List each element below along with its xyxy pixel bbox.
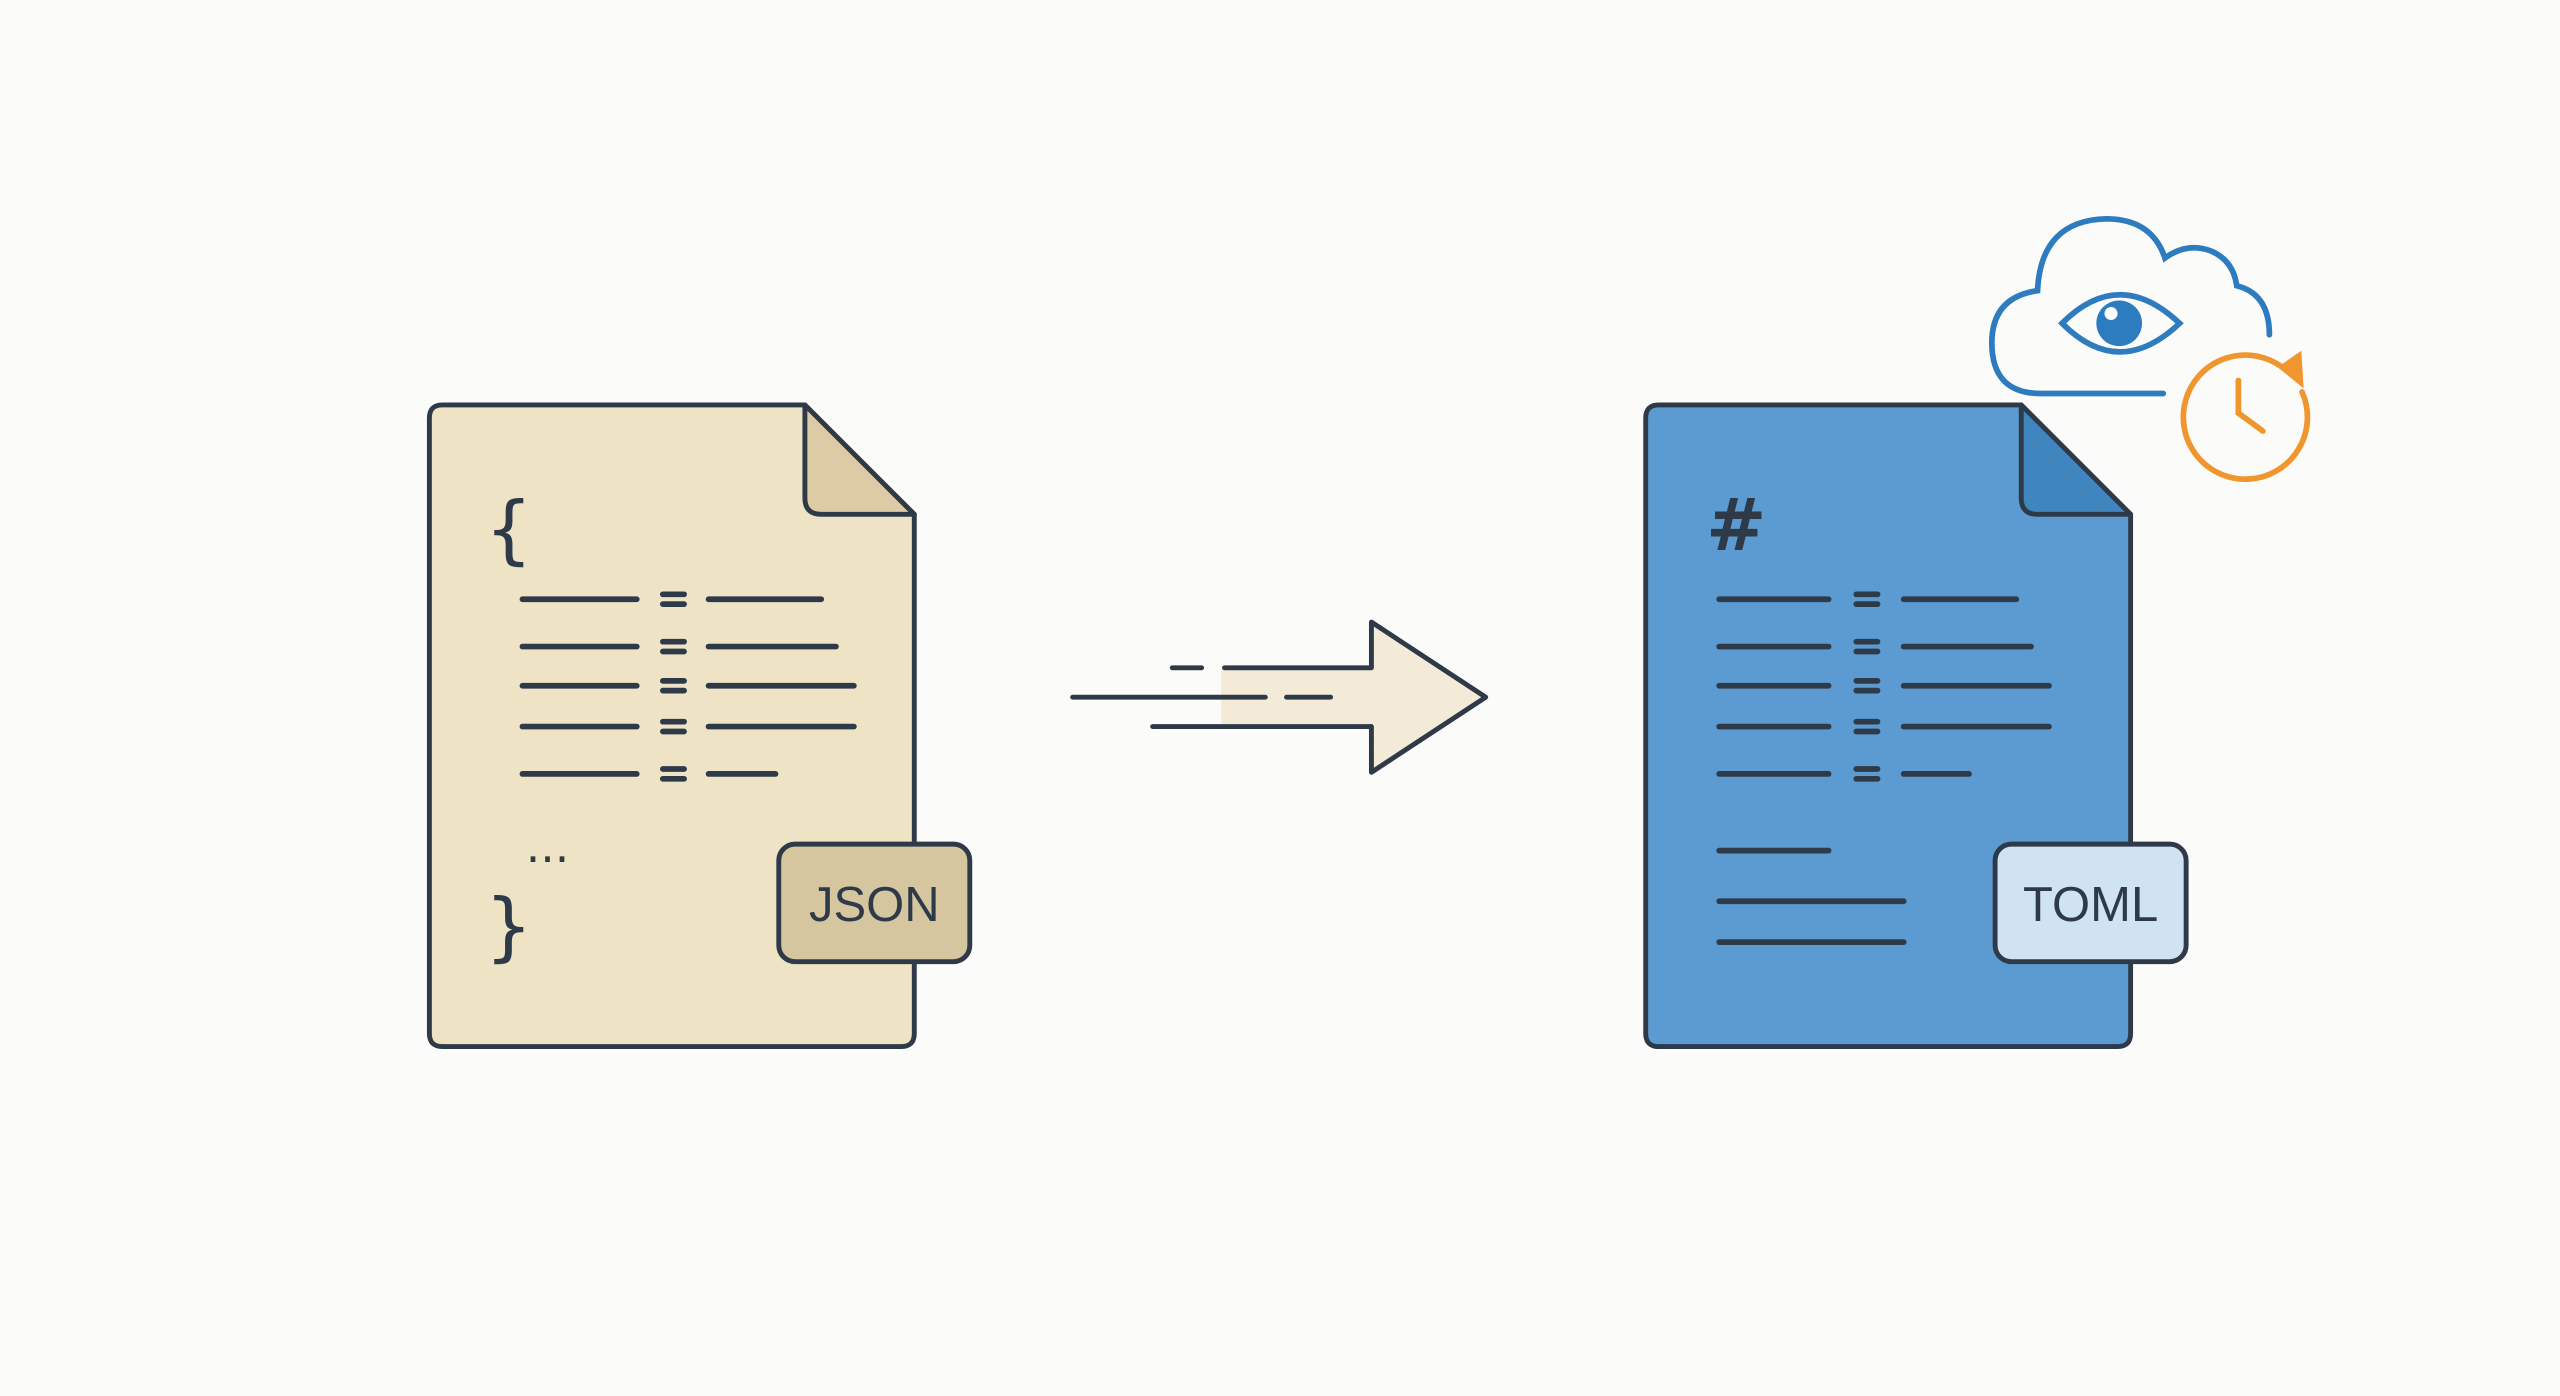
toml-badge-label: TOML bbox=[2023, 878, 2158, 932]
json-file: { ... } JSON bbox=[426, 402, 973, 1050]
open-brace: { bbox=[485, 485, 533, 573]
json-key-value-lines bbox=[519, 591, 857, 782]
ellipsis: ... bbox=[526, 820, 570, 873]
cloud-eye-icon bbox=[1988, 215, 2273, 397]
arrow-right-icon bbox=[1070, 619, 1489, 775]
toml-file-fold bbox=[2018, 402, 2134, 517]
clock-refresh-icon bbox=[2180, 350, 2311, 483]
close-brace: } bbox=[485, 882, 533, 970]
json-badge-label: JSON bbox=[809, 878, 940, 932]
json-badge bbox=[776, 841, 973, 965]
toml-badge bbox=[1992, 841, 2189, 965]
hash-glyph: # bbox=[1706, 483, 1766, 567]
toml-file: # TOML bbox=[1643, 402, 2189, 1050]
json-file-fold bbox=[802, 402, 917, 517]
toml-key-value-lines bbox=[1716, 591, 2052, 945]
